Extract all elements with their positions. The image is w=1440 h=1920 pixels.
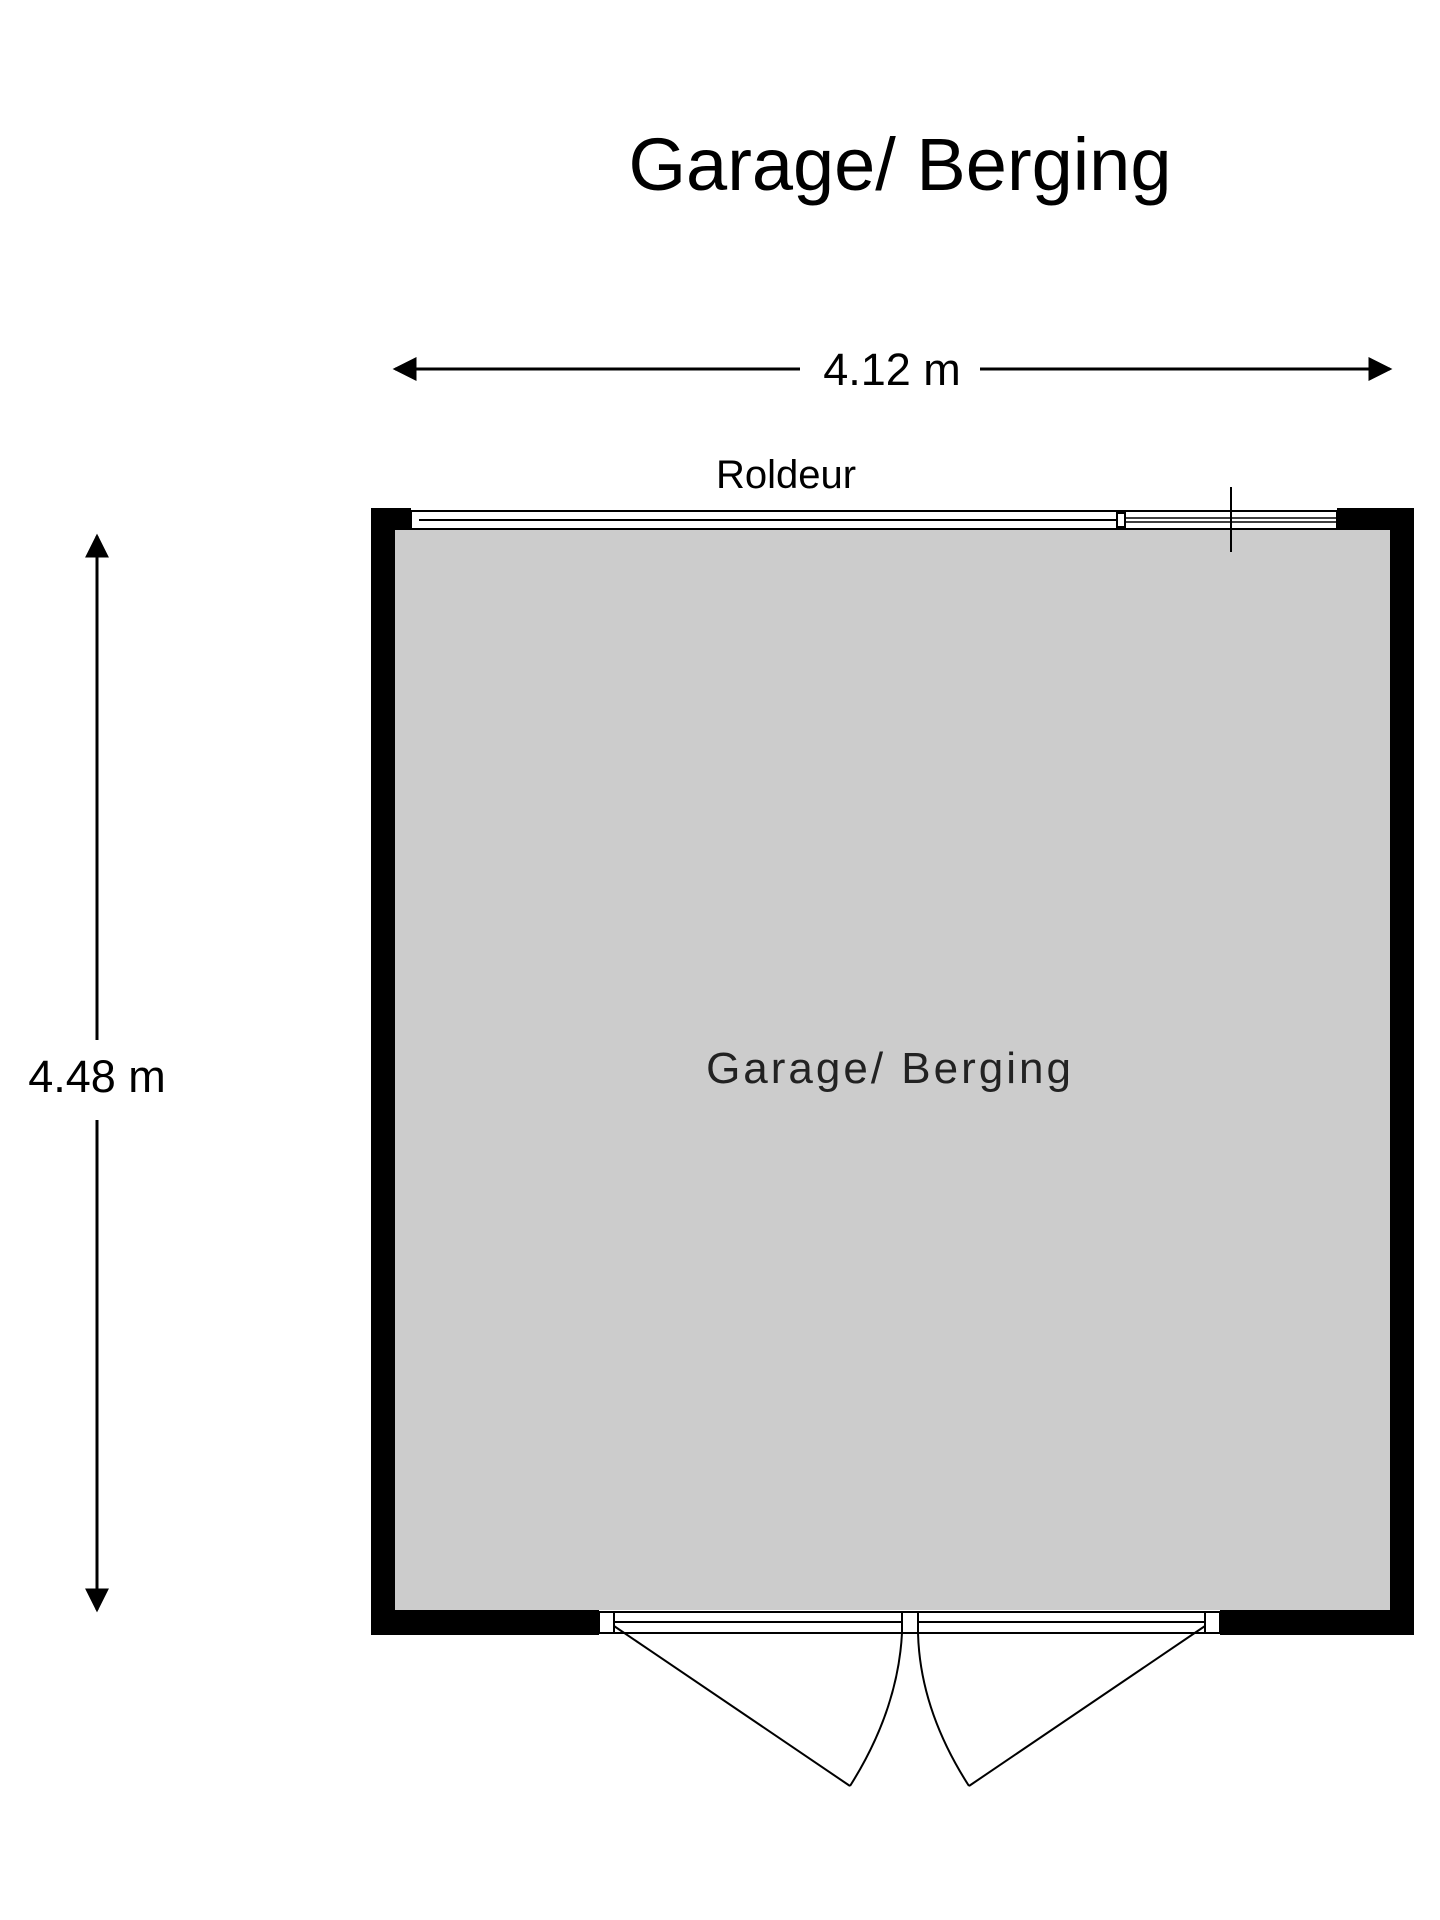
height-label: 4.48 m	[28, 1051, 166, 1102]
height-dimension: 4.48 m	[28, 533, 166, 1613]
page-title: Garage/ Berging	[628, 123, 1172, 206]
walls	[371, 508, 1414, 1635]
width-dimension: 4.12 m	[392, 344, 1393, 395]
roller-door: Roldeur	[410, 453, 1338, 552]
double-swing-door	[598, 1611, 1221, 1787]
roller-door-label: Roldeur	[716, 453, 856, 497]
width-label: 4.12 m	[823, 344, 961, 395]
room-floor	[395, 530, 1390, 1610]
room-label: Garage/ Berging	[706, 1044, 1074, 1093]
